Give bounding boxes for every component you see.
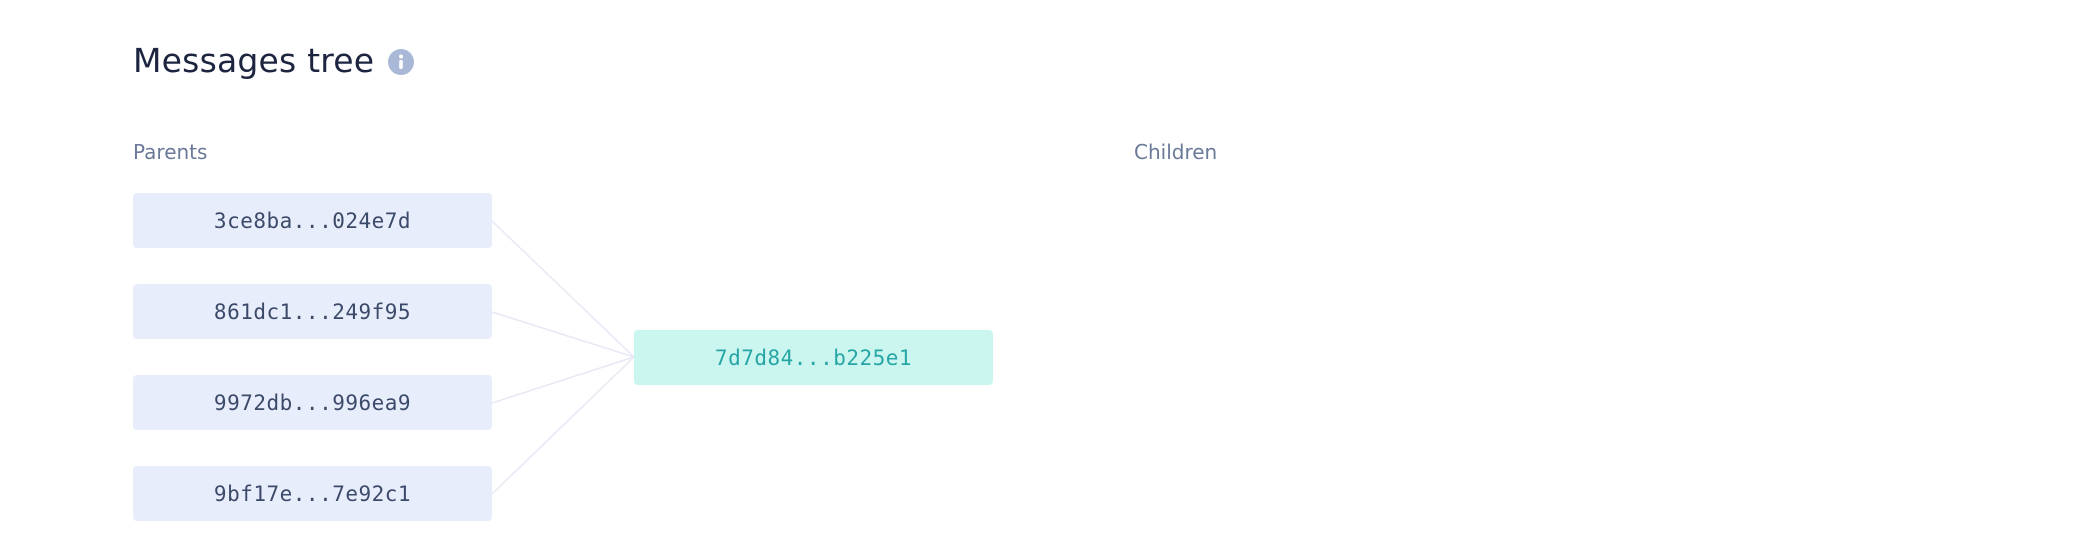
connector-line: [491, 356, 635, 404]
parent-node[interactable]: 9972db...996ea9: [133, 375, 492, 430]
parents-label: Parents: [133, 140, 208, 164]
parent-node-id: 3ce8ba...024e7d: [213, 208, 412, 233]
parent-node[interactable]: 3ce8ba...024e7d: [133, 193, 492, 248]
children-label: Children: [1134, 140, 1218, 164]
parent-node-id: 9972db...996ea9: [213, 390, 412, 415]
connector-line: [491, 311, 635, 358]
page-title: Messages tree: [133, 40, 375, 80]
title-row: Messages tree: [133, 36, 415, 84]
current-message-node[interactable]: 7d7d84...b225e1: [634, 330, 993, 385]
current-message-id: 7d7d84...b225e1: [714, 345, 913, 370]
connector-line: [491, 356, 635, 495]
parent-node-id: 9bf17e...7e92c1: [213, 481, 412, 506]
parent-node[interactable]: 861dc1...249f95: [133, 284, 492, 339]
parent-node-id: 861dc1...249f95: [213, 299, 412, 324]
parent-node[interactable]: 9bf17e...7e92c1: [133, 466, 492, 521]
connector-line: [491, 220, 635, 358]
info-icon[interactable]: [388, 49, 415, 75]
